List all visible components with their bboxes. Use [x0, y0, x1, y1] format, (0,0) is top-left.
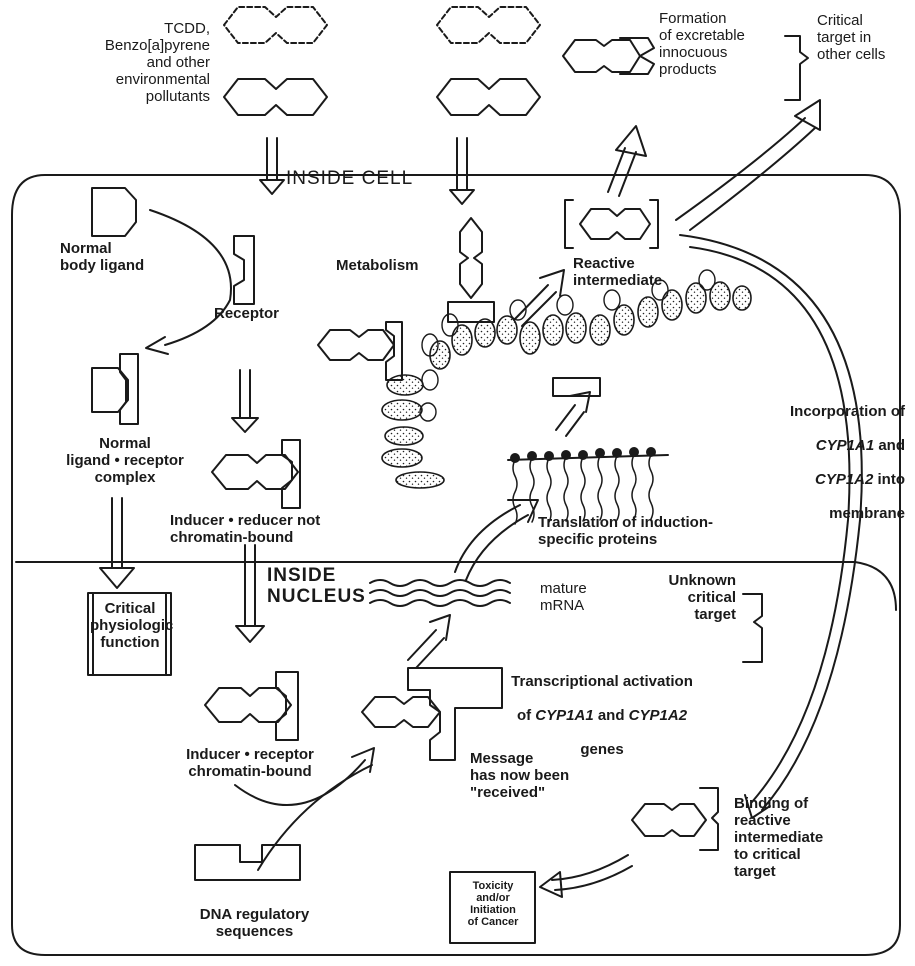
message-molecule	[361, 696, 441, 728]
pollutant-molecule	[436, 6, 541, 44]
mrna-waves	[369, 579, 511, 607]
metabolism-molecule	[459, 217, 483, 299]
entry-arrow	[449, 137, 475, 205]
inside-nucleus-label: INSIDE NUCLEUS	[267, 565, 366, 607]
ribosome-strand	[507, 454, 669, 525]
reactive-intermediate-label: Reactive intermediate	[573, 255, 663, 289]
incorporation-label: Incorporation of CYP1A1 and CYP1A2 into …	[790, 403, 905, 522]
unknown-target-label: Unknown critical target	[668, 572, 737, 623]
binding-molecule	[631, 803, 707, 837]
critical-function-label: Critical physiologic function	[90, 600, 174, 651]
toxicity-label: Toxicity and/or Initiation of Cancer	[467, 880, 519, 928]
dna-sequence-shape	[194, 844, 301, 881]
normal-ligand-shape	[91, 187, 137, 237]
pollutant-molecule	[223, 6, 328, 44]
cell-boundary	[11, 174, 901, 956]
normal-complex	[91, 367, 129, 413]
pollutant-molecule	[436, 78, 541, 116]
receptor-shape	[233, 235, 255, 305]
mature-mrna-label: mature mRNA	[540, 580, 587, 614]
normal-complex-label: Normal ligand • receptor complex	[66, 435, 184, 486]
entry-arrow	[259, 137, 285, 195]
formation-label: Formation of excretable innocuous produc…	[659, 10, 745, 78]
toxicity-box	[449, 871, 536, 944]
inducer-bound-molecule	[204, 687, 292, 723]
translation-label: Translation of induction- specific prote…	[538, 514, 713, 548]
critical-function-box	[87, 592, 172, 676]
binding-label: Binding of reactive intermediate to crit…	[734, 795, 824, 880]
metabolism-label: Metabolism	[336, 257, 419, 274]
pollutant-molecule	[223, 78, 328, 116]
inside-cell-label: INSIDE CELL	[286, 168, 414, 189]
normal-body-ligand-label: Normal body ligand	[60, 240, 145, 274]
endoplasmic-reticulum	[381, 281, 752, 489]
inducer-not-bound-label: Inducer • reducer not chromatin-bound	[170, 512, 321, 546]
excretable-product	[562, 39, 641, 73]
inducer-bound-label: Inducer • receptor chromatin-bound	[186, 746, 314, 780]
transcriptional-label: Transcriptional activation of CYP1A1 and…	[511, 673, 693, 758]
ligand-arrow	[149, 209, 232, 346]
receptor-label: Receptor	[214, 305, 280, 322]
dna-regulatory-label: DNA regulatory sequences	[199, 906, 310, 940]
binding-arrow	[679, 234, 863, 811]
reactive-intermediate	[579, 208, 651, 240]
critical-other-cells-label: Critical target in other cells	[817, 12, 886, 63]
message-received-label: Message has now been "received"	[470, 750, 570, 801]
pollutants-label: TCDD, Benzo[a]pyrene and other environme…	[104, 20, 210, 105]
critical-target-bracket	[784, 35, 809, 101]
inducer-molecule	[211, 454, 299, 490]
